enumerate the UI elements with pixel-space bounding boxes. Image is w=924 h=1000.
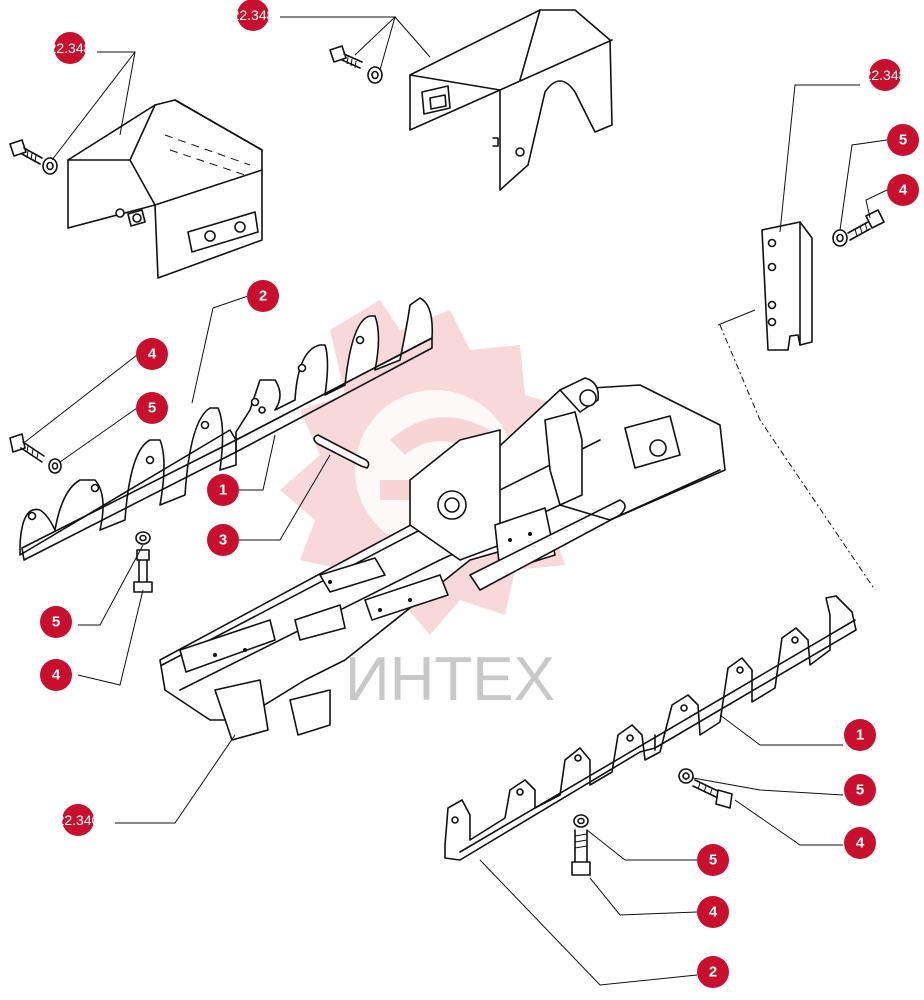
- callout-number: 5: [148, 400, 156, 417]
- callout-5-lower-right[interactable]: 5: [844, 774, 876, 806]
- callout-number: 1: [219, 482, 227, 499]
- callout-5-right-top[interactable]: 5: [887, 124, 919, 156]
- callout-number: 3: [219, 532, 227, 549]
- callout-number: 5: [899, 132, 907, 149]
- callout-number: 5: [52, 614, 60, 631]
- callout-4-bottom[interactable]: 4: [697, 896, 729, 928]
- callout-ref-text: 22.348: [49, 40, 92, 56]
- callout-ref-text: 22.348: [864, 67, 907, 83]
- callout-4-left-lower[interactable]: 4: [40, 659, 72, 691]
- callout-5-bottom[interactable]: 5: [697, 844, 729, 876]
- guard-top-center: [329, 9, 613, 191]
- callout-ref-right[interactable]: 22.348: [864, 59, 907, 91]
- leader-lines: [24, 16, 888, 986]
- callout-4-lower-right[interactable]: 4: [844, 827, 876, 859]
- guard-top-left: [9, 99, 263, 279]
- callout-4-right-top[interactable]: 4: [887, 174, 919, 206]
- callout-number: 5: [709, 852, 717, 869]
- callout-number: 4: [856, 835, 865, 852]
- callout-number: 1: [856, 727, 864, 744]
- rail-upper-left: [9, 297, 434, 593]
- callout-4-upper[interactable]: 4: [136, 338, 168, 370]
- callout-number: 4: [52, 667, 61, 684]
- rail-lower-right: [444, 595, 857, 876]
- plate-right: [761, 209, 885, 351]
- callout-ref-text: 22.340: [57, 812, 100, 828]
- callout-number: 4: [148, 346, 157, 363]
- callout-ref-top-center[interactable]: 22.348: [232, 0, 275, 31]
- callout-2-bottom[interactable]: 2: [697, 956, 729, 988]
- callout-3-upper[interactable]: 3: [207, 524, 239, 556]
- main-frame: [159, 377, 726, 741]
- callout-ref-frame[interactable]: 22.340: [57, 804, 100, 836]
- callout-1-lower[interactable]: 1: [844, 719, 876, 751]
- callout-number: 4: [899, 182, 908, 199]
- callout-1-upper[interactable]: 1: [207, 474, 239, 506]
- callout-ref-top-left[interactable]: 22.348: [49, 32, 92, 64]
- callout-5-left-lower[interactable]: 5: [40, 606, 72, 638]
- callout-number: 2: [259, 288, 267, 305]
- callout-number: 5: [856, 782, 864, 799]
- callout-number: 2: [709, 964, 717, 981]
- callout-ref-text: 22.348: [232, 7, 275, 23]
- watermark-text: ИНТЕХ: [345, 645, 555, 714]
- callout-5-upper[interactable]: 5: [136, 392, 168, 424]
- callout-2-upper[interactable]: 2: [247, 280, 279, 312]
- callout-number: 4: [709, 904, 718, 921]
